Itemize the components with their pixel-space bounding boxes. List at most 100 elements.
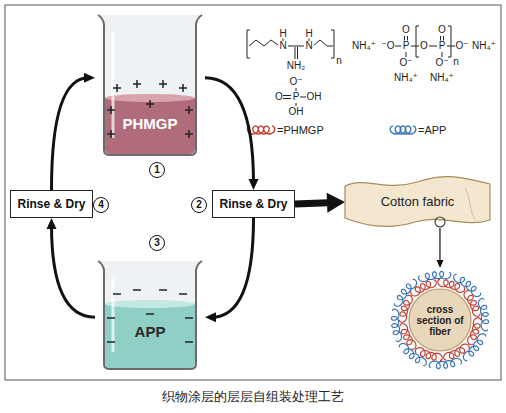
curved-arrow	[52, 225, 96, 318]
callout-number: 2	[191, 197, 207, 213]
minus-charge	[159, 289, 167, 291]
callout-number: 1	[149, 162, 165, 178]
connector	[47, 218, 96, 317]
figure-caption: 织物涂层的层层自组装处理工艺	[0, 388, 506, 406]
fiber-halo	[390, 270, 490, 370]
fabric-shape: Cotton fabric	[345, 176, 490, 228]
beaker-rim	[98, 15, 202, 155]
chem-atom-label: O	[275, 92, 283, 102]
solution-label: APP	[95, 323, 205, 341]
app-structure	[395, 26, 455, 57]
plus-charge	[113, 84, 121, 92]
minus-charge	[107, 317, 115, 319]
figure-frame	[5, 5, 501, 380]
fiber-cross-section: cross section of fiber	[388, 268, 492, 372]
plus-charge	[179, 84, 187, 92]
chem-atom-label: H	[279, 29, 286, 39]
solution-label: PHMGP	[95, 115, 205, 133]
p-o-bond	[296, 88, 297, 91]
magnify-spot	[435, 217, 445, 227]
straight-arrow	[439, 228, 440, 263]
minus-charge	[179, 293, 187, 295]
charge-stroke	[136, 80, 138, 88]
node-label: Rinse & Dry	[219, 197, 287, 211]
chem-atom-label: P	[403, 41, 410, 51]
curved-arrow	[205, 78, 254, 184]
node-label: Rinse & Dry	[17, 197, 85, 211]
double-bond	[295, 47, 298, 59]
beaker: APP	[95, 258, 205, 372]
callout-number: 4	[93, 197, 109, 213]
beaker-glass	[98, 15, 202, 155]
chem-atom-label: O	[402, 25, 410, 35]
chem-atom-label: n	[336, 56, 342, 66]
chem-atom-label: O⁻	[399, 58, 412, 68]
curved-arrow	[212, 218, 254, 317]
fabric-fold	[465, 188, 475, 220]
app-coil	[394, 279, 416, 306]
beaker-glass	[98, 261, 202, 369]
chem-atom-label: n	[453, 57, 459, 67]
guanidine-bond	[288, 46, 304, 47]
plus-charge	[133, 80, 141, 88]
connector	[295, 193, 345, 213]
process-box: Rinse & Dry	[212, 190, 295, 218]
arrowhead	[436, 260, 443, 268]
minus-charge	[146, 313, 154, 315]
chem-atom-label: O	[420, 41, 428, 51]
charge-stroke	[133, 289, 141, 291]
chem-atom-label: O⁻	[435, 58, 448, 68]
phmgp-structure	[247, 30, 334, 106]
chem-atom-label: N	[305, 41, 312, 51]
legend-coil	[247, 126, 274, 134]
app-coil	[454, 274, 481, 296]
plus-charge	[146, 100, 154, 108]
chem-atom-label: NH₄⁺	[430, 73, 454, 83]
node-label: Cotton fabric	[345, 194, 490, 209]
charge-stroke	[159, 289, 167, 291]
charge-stroke	[110, 130, 112, 138]
minus-charge	[133, 289, 141, 291]
chem-atom-label: N	[279, 41, 286, 51]
legend-label: =APP	[418, 125, 446, 136]
arrowhead	[205, 312, 216, 322]
beaker: PHMGP	[95, 12, 205, 158]
double-bond	[283, 96, 291, 99]
legend-label: =PHMGP	[277, 125, 324, 136]
plus-charge	[107, 106, 115, 114]
chem-atom-label: H	[305, 29, 312, 39]
fabric-cloth	[345, 177, 490, 227]
plus-charge	[159, 80, 167, 88]
chain-bond	[314, 40, 333, 46]
polymer-bracket	[331, 30, 334, 58]
minus-charge	[113, 293, 121, 295]
chem-atom-label: O⁻	[455, 41, 468, 51]
plus-charge	[107, 130, 115, 138]
polymer-bracket	[448, 26, 451, 57]
double-bond	[405, 36, 408, 41]
minus-charge	[185, 341, 193, 343]
arrowhead	[84, 73, 95, 83]
app-coil	[463, 334, 485, 361]
charge-stroke	[188, 130, 190, 138]
p-oh-bond	[296, 103, 297, 106]
charge-stroke	[185, 341, 193, 343]
minus-charge	[185, 317, 193, 319]
legend-coil	[390, 126, 416, 134]
chem-atom-label: O⁻	[289, 77, 302, 87]
plus-charge	[185, 130, 193, 138]
arrowhead	[47, 218, 57, 229]
coil-icons	[247, 126, 416, 134]
minus-charge	[107, 341, 115, 343]
connector	[436, 228, 443, 268]
connector	[205, 218, 254, 322]
chain-bond	[249, 40, 278, 46]
chem-atom-label: NH₂	[287, 61, 305, 71]
chem-atom-label: NH₄⁺	[394, 73, 418, 83]
beaker-outline	[95, 258, 205, 372]
fiber-label: cross section of fiber	[412, 304, 468, 337]
charge-stroke	[182, 84, 184, 92]
app-coil	[399, 343, 426, 365]
charge-stroke	[107, 317, 115, 319]
